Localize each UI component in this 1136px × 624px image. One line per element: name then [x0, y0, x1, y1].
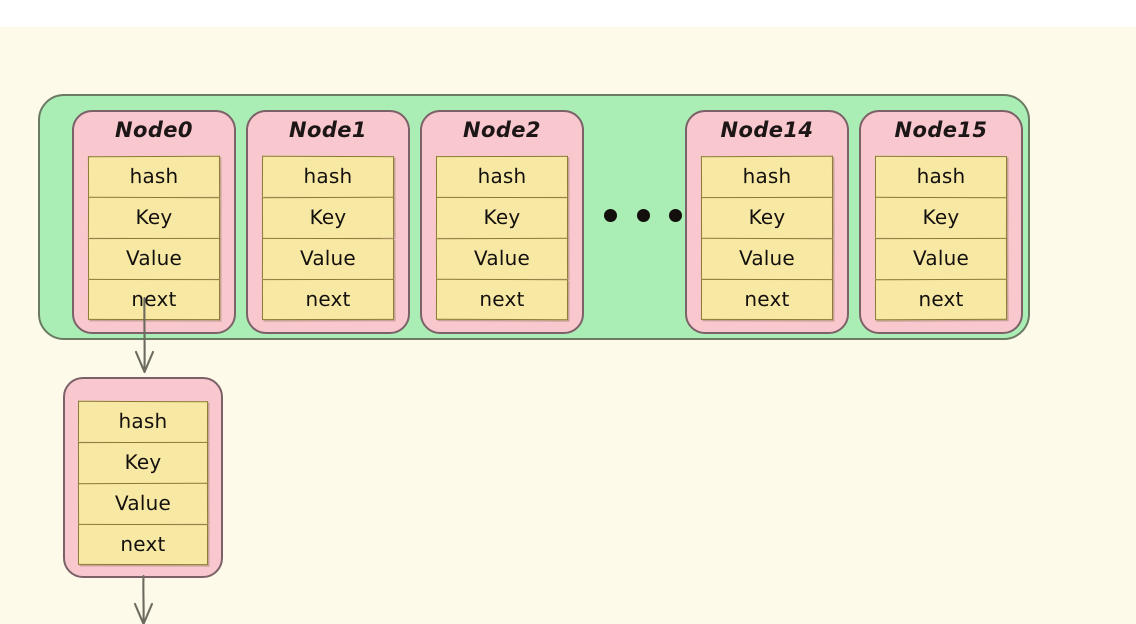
field-next[interactable]: next	[87, 278, 221, 321]
field-hash[interactable]: hash	[87, 155, 221, 198]
field-key[interactable]: Key	[874, 196, 1008, 239]
field-value[interactable]: Value	[874, 237, 1008, 280]
field-hash[interactable]: hash	[77, 400, 209, 443]
field-value[interactable]: Value	[261, 237, 395, 280]
field-value[interactable]: Value	[87, 237, 221, 280]
node-fields-node14: hash Key Value next	[700, 155, 834, 321]
field-value[interactable]: Value	[700, 237, 834, 280]
node-title-node1: Node1	[289, 118, 367, 142]
field-key[interactable]: Key	[87, 196, 221, 239]
field-next[interactable]: next	[261, 278, 395, 321]
node-fields-node0: hash Key Value next	[87, 155, 221, 321]
field-key[interactable]: Key	[261, 196, 395, 239]
bucket-array: Node0 hash Key Value next Node1 hash Key…	[38, 94, 1030, 340]
ellipsis-dot-icon	[604, 208, 617, 222]
field-hash[interactable]: hash	[435, 155, 569, 198]
node-node14[interactable]: Node14 hash Key Value next	[685, 110, 849, 334]
field-next[interactable]: next	[700, 278, 834, 321]
field-next[interactable]: next	[77, 523, 209, 566]
node-node15[interactable]: Node15 hash Key Value next	[859, 110, 1023, 334]
node-fields-node15: hash Key Value next	[874, 155, 1008, 321]
node-title-node14: Node14	[720, 118, 814, 142]
node-fields-node1: hash Key Value next	[261, 155, 395, 321]
node-fields-chain-node-1: hash Key Value next	[77, 400, 209, 566]
chain-node-1[interactable]: hash Key Value next	[63, 377, 223, 578]
ellipsis-dot-icon	[669, 208, 682, 222]
field-value[interactable]: Value	[435, 237, 569, 280]
field-hash[interactable]: hash	[261, 155, 395, 198]
node-title-node0: Node0	[115, 118, 193, 142]
ellipsis-dot-icon	[636, 208, 650, 222]
field-hash[interactable]: hash	[700, 155, 834, 198]
node-node0[interactable]: Node0 hash Key Value next	[72, 110, 236, 334]
node-node1[interactable]: Node1 hash Key Value next	[246, 110, 410, 334]
ellipsis-indicator	[604, 198, 682, 232]
field-key[interactable]: Key	[77, 441, 209, 484]
field-key[interactable]: Key	[700, 196, 834, 239]
field-next[interactable]: next	[435, 278, 569, 321]
node-fields-node2: hash Key Value next	[435, 155, 569, 321]
node-title-node2: Node2	[463, 118, 541, 142]
node-title-node15: Node15	[894, 118, 988, 142]
node-node2[interactable]: Node2 hash Key Value next	[420, 110, 584, 334]
field-next[interactable]: next	[874, 278, 1008, 321]
field-value[interactable]: Value	[77, 482, 209, 525]
field-key[interactable]: Key	[435, 196, 569, 239]
field-hash[interactable]: hash	[874, 155, 1008, 198]
